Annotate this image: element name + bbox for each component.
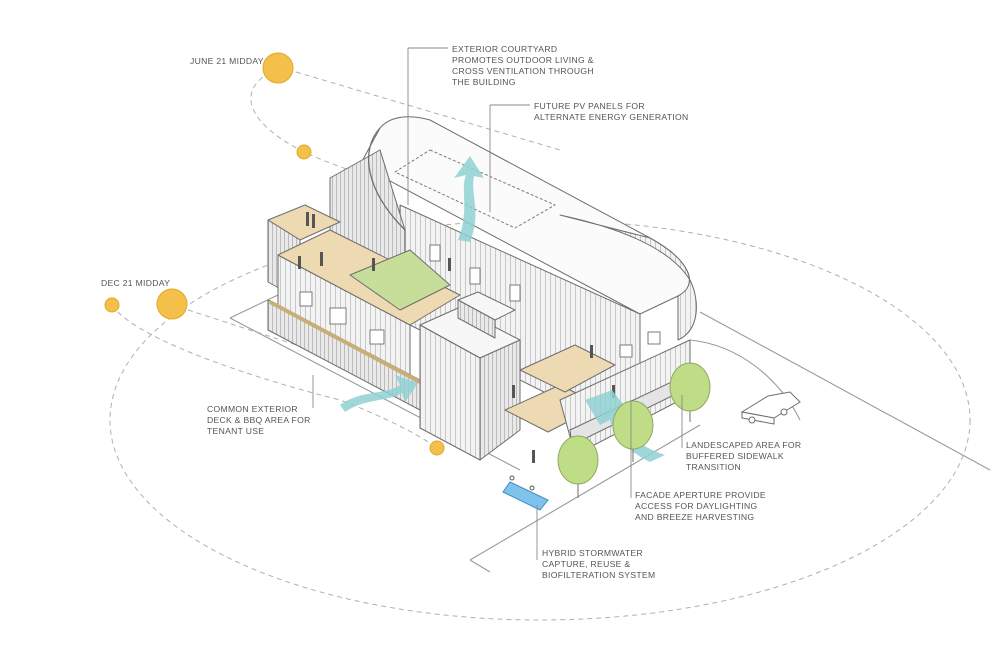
annotation-line: TENANT USE <box>207 426 265 436</box>
annotation-line: HYBRID STORMWATER <box>542 548 643 558</box>
person <box>312 214 315 228</box>
annotation-stormwater: HYBRID STORMWATER CAPTURE, REUSE & BIOFI… <box>542 548 655 581</box>
stormwater-system <box>502 475 549 511</box>
window <box>647 331 661 345</box>
sun-june-small <box>296 144 312 160</box>
annotation-line: COMMON EXTERIOR <box>207 404 298 414</box>
dec-sun-ray <box>187 309 381 373</box>
annotation-line: CAPTURE, REUSE & <box>542 559 631 569</box>
annotation-line: FACADE APERTURE PROVIDE <box>635 490 766 500</box>
annotation-pv: FUTURE PV PANELS FOR ALTERNATE ENERGY GE… <box>534 101 689 123</box>
tree <box>669 362 711 412</box>
sun-dec-large <box>156 288 188 320</box>
tree <box>612 400 654 450</box>
annotation-line: TRANSITION <box>686 462 742 472</box>
annotation-line: ALTERNATE ENERGY GENERATION <box>534 112 689 122</box>
annotation-line: EXTERIOR COURTYARD <box>452 44 558 54</box>
annotation-line: ACCESS FOR DAYLIGHTING <box>635 501 758 511</box>
airflow-roof-arrow <box>454 156 484 242</box>
person <box>532 450 535 463</box>
window <box>509 284 521 302</box>
person <box>612 385 615 398</box>
leader-lines <box>312 47 683 560</box>
window <box>299 291 313 307</box>
annotation-courtyard: EXTERIOR COURTYARD PROMOTES OUTDOOR LIVI… <box>452 44 594 88</box>
roof-sweep <box>368 127 406 231</box>
dec-sun-path <box>111 304 438 449</box>
street-trees <box>557 362 711 498</box>
airflow-facade-arrow <box>585 390 665 462</box>
person <box>512 385 515 398</box>
window <box>429 244 441 262</box>
sun-june-large <box>262 52 294 84</box>
annotation-deck: COMMON EXTERIOR DECK & BBQ AREA FOR TENA… <box>207 404 311 437</box>
rooftop-box-side <box>457 299 496 339</box>
window <box>369 329 385 345</box>
sidewalk-edge <box>469 424 701 573</box>
tree <box>557 435 599 485</box>
person <box>590 345 593 358</box>
annotation-line: BIOFILTERATION SYSTEM <box>542 570 656 580</box>
corner-tower-side <box>479 339 521 461</box>
person <box>372 258 375 271</box>
annotation-line: FUTURE PV PANELS FOR <box>534 101 645 111</box>
airflow-arrows <box>340 156 665 462</box>
curved-parapet <box>559 214 697 341</box>
annotation-line: BUFFERED SIDEWALK <box>686 451 784 461</box>
annotation-line: AND BREEZE HARVESTING <box>635 512 755 522</box>
annotation-line: PROMOTES OUTDOOR LIVING & <box>452 55 594 65</box>
annotation-landscape: LANDESCAPED AREA FOR BUFFERED SIDEWALK T… <box>686 440 801 473</box>
airflow-deck-arrow <box>340 375 418 412</box>
curb-line <box>699 311 991 471</box>
window <box>329 307 347 325</box>
stormwater-basin <box>502 481 549 511</box>
june-sun-label: JUNE 21 MIDDAY <box>190 56 264 66</box>
window <box>619 344 633 358</box>
annotation-line: DECK & BBQ AREA FOR <box>207 415 311 425</box>
base-deck-strip <box>269 300 421 384</box>
annotation-line: LANDESCAPED AREA FOR <box>686 440 802 450</box>
windows <box>299 244 661 358</box>
building-massing <box>267 116 697 461</box>
pv-panel-outline <box>394 149 556 229</box>
people <box>298 212 615 463</box>
sun-markers <box>104 52 618 456</box>
sun-low <box>429 440 445 456</box>
leader-courtyard <box>407 47 448 205</box>
annotation-line: THE BUILDING <box>452 77 516 87</box>
car <box>740 391 801 425</box>
annotation-facade: FACADE APERTURE PROVIDE ACCESS FOR DAYLI… <box>635 490 766 523</box>
leader-pv <box>489 104 530 212</box>
sun-dec-small <box>104 297 120 313</box>
person <box>448 258 451 271</box>
person <box>306 212 309 226</box>
window <box>469 267 481 285</box>
dec-sun-label: DEC 21 MIDDAY <box>101 278 171 288</box>
annotation-line: CROSS VENTILATION THROUGH <box>452 66 594 76</box>
person <box>298 256 301 269</box>
person <box>320 252 323 266</box>
june-sun-ray <box>295 71 561 151</box>
